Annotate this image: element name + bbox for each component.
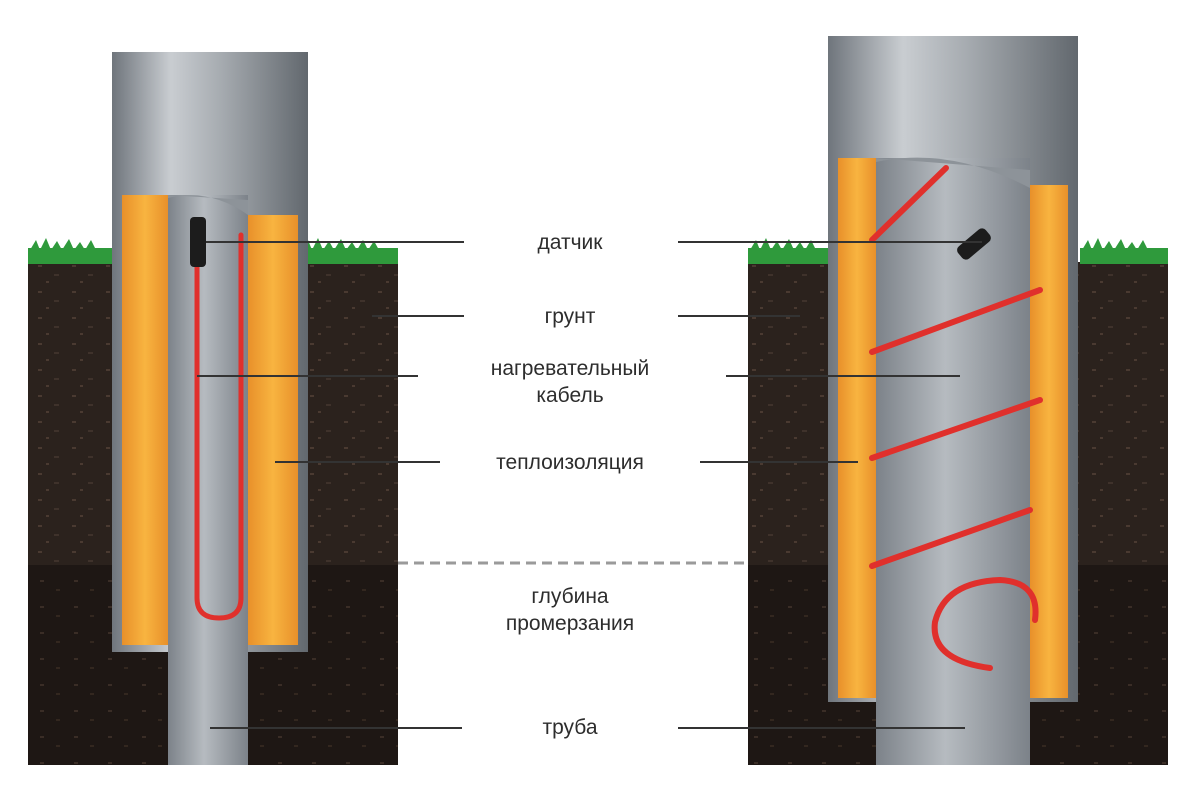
label-frost-depth: глубина промерзания (420, 583, 720, 637)
insulation-left-b (248, 215, 298, 645)
sensor-left (190, 217, 206, 267)
sensor-right (957, 228, 991, 260)
left-assembly (28, 52, 398, 765)
label-heating-cable: нагревательный кабель (420, 355, 720, 409)
pipe-right (876, 158, 1030, 765)
grass-right-2 (1080, 248, 1168, 264)
label-frost-depth-line1: глубина (531, 585, 609, 608)
pipe-left (168, 195, 248, 765)
label-insulation: теплоизоляция (496, 451, 644, 474)
heating-cable-right (869, 165, 1043, 671)
right-assembly (748, 36, 1168, 765)
insulation-right-a (838, 158, 876, 698)
heating-cable-left (194, 232, 244, 621)
grass-left-2 (300, 248, 398, 264)
label-frost-depth-line2: промерзания (505, 612, 635, 635)
insulation-left-a (122, 195, 168, 645)
label-soil: грунт (544, 305, 596, 328)
label-sensor: датчик (537, 231, 603, 254)
grass-left (28, 248, 118, 264)
label-heating-cable-line2: кабель (536, 384, 604, 407)
leader-lines (197, 241, 982, 729)
label-heating-cable-line1: нагревательный (490, 357, 650, 380)
label-pipe: труба (542, 716, 598, 739)
grass-right (748, 248, 830, 264)
